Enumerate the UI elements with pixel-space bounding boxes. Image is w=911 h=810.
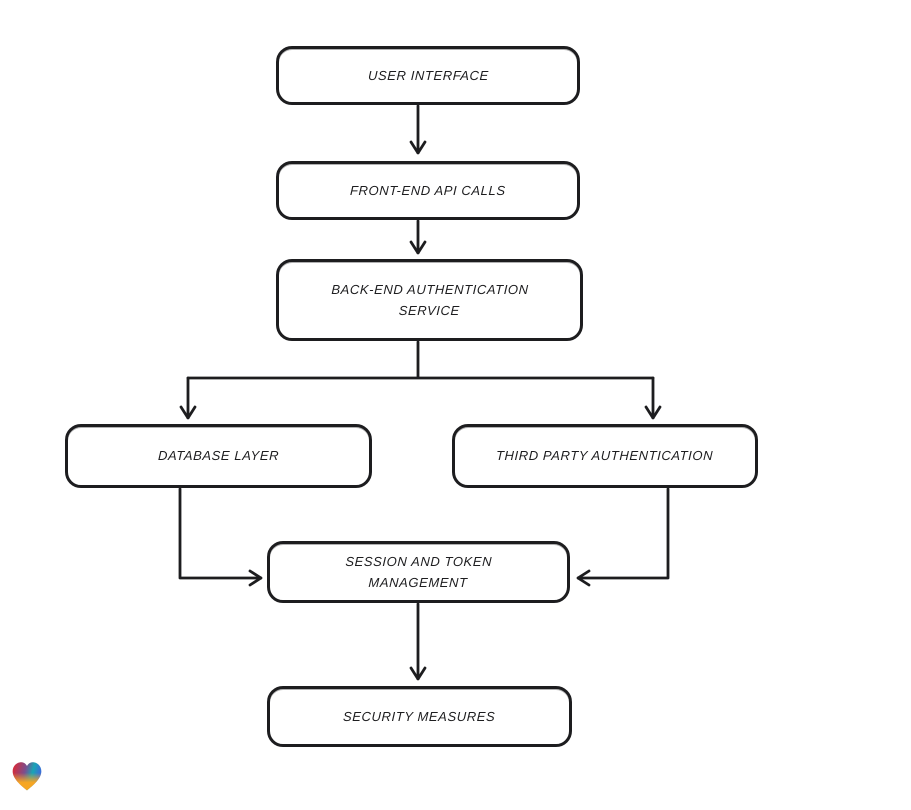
node-third-party-authentication[interactable]: THIRD PARTY AUTHENTICATION — [452, 424, 758, 488]
node-label: USER INTERFACE — [367, 67, 489, 83]
edge-thirdparty-to-session — [576, 487, 670, 578]
node-label: THIRD PARTY AUTHENTICATION — [496, 448, 714, 464]
node-back-end-authentication-service[interactable]: BACK-END AUTHENTICATION SERVICE — [276, 259, 583, 341]
node-front-end-api-calls[interactable]: FRONT-END API CALLS — [276, 161, 580, 220]
node-label: FRONT-END API CALLS — [349, 182, 507, 198]
node-session-and-token-management[interactable]: SESSION AND TOKEN MANAGEMENT — [267, 541, 570, 603]
node-label: SECURITY MEASURES — [343, 708, 496, 724]
node-label: SESSION AND TOKEN MANAGEMENT — [345, 553, 493, 590]
node-label: DATABASE LAYER — [157, 448, 280, 464]
edge-backend-branch-trunk — [186, 340, 655, 380]
node-label: BACK-END AUTHENTICATION SERVICE — [330, 281, 529, 318]
node-database-layer[interactable]: DATABASE LAYER — [65, 424, 372, 488]
edge-database-to-session — [178, 487, 263, 578]
heart-icon[interactable] — [10, 760, 44, 792]
node-security-measures[interactable]: SECURITY MEASURES — [267, 686, 572, 747]
node-user-interface[interactable]: USER INTERFACE — [276, 46, 580, 105]
